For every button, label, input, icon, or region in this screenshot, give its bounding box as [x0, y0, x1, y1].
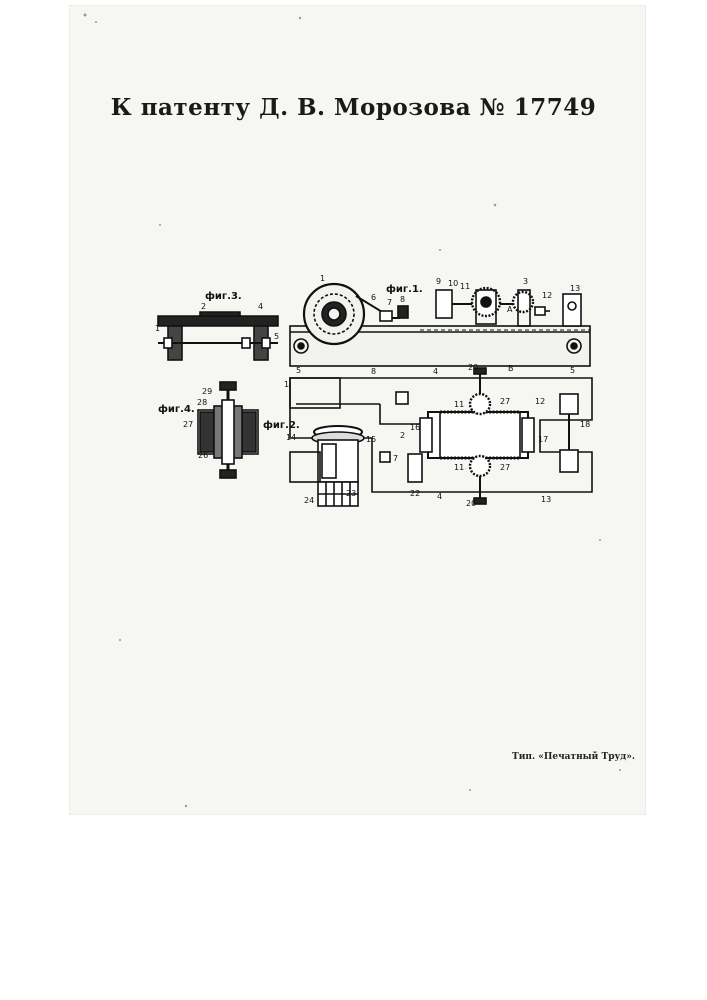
fig2-label: фиг.2.: [263, 419, 300, 431]
fig2-ref-14: 14: [286, 433, 296, 442]
fig1-ref-6: 6: [371, 293, 376, 302]
fig2-ref-18: 18: [580, 420, 590, 429]
fig1-ref-11: 11: [460, 282, 470, 291]
fig4-label: фиг.4.: [158, 403, 195, 415]
fig4-ref-26: 26: [198, 451, 208, 460]
fig1-ref-10: 10: [448, 279, 458, 288]
fig3-ref-5: 5: [274, 332, 279, 341]
fig1-ref-7: 7: [387, 298, 392, 307]
fig4-section: [198, 382, 258, 478]
fig2-ref-27a: 27: [500, 397, 510, 406]
fig2-ref-27b: 27: [500, 463, 510, 472]
fig1-ref-5b: 5: [570, 366, 575, 375]
fig3-section: [158, 312, 278, 360]
fig2-ref-8: 8: [371, 367, 376, 376]
fig2-ref-17: 17: [538, 435, 548, 444]
fig2-ref-12: 12: [535, 397, 545, 406]
fig2-ref-24: 24: [304, 496, 314, 505]
fig2-ref-20b: 20: [466, 499, 476, 508]
fig2-ref-16: 16: [410, 423, 420, 432]
fig1-ref-12: 12: [542, 291, 552, 300]
fig1-ref-B: B: [508, 364, 514, 373]
fig3-ref-2: 2: [201, 302, 206, 311]
fig3-label: фиг.3.: [205, 290, 242, 302]
fig1-label: фиг.1.: [386, 283, 423, 295]
fig2-ref-2: 2: [400, 431, 405, 440]
fig2-ref-1: 1: [284, 380, 289, 389]
fig2-ref-11b: 11: [454, 463, 464, 472]
fig1-ref-13: 13: [570, 284, 580, 293]
fig1-ref-3: 3: [523, 277, 528, 286]
fig4-ref-27: 27: [183, 420, 193, 429]
fig3-ref-1: 1: [155, 324, 160, 333]
fig1-ref-9: 9: [436, 277, 441, 286]
fig3-ref-4: 4: [258, 302, 263, 311]
fig2-ref-11a: 11: [454, 400, 464, 409]
fig2-ref-20a: 20: [468, 363, 478, 372]
fig4-ref-29: 29: [202, 387, 212, 396]
fig2-ref-7: 7: [393, 454, 398, 463]
fig1-ref-A: A: [507, 305, 513, 314]
fig2-ref-13: 13: [541, 495, 551, 504]
fig2-ref-22: 22: [410, 489, 420, 498]
fig2-ref-4a: 4: [433, 367, 438, 376]
fig2-ref-4b: 4: [437, 492, 442, 501]
fig2-ref-15: 15: [366, 435, 376, 444]
fig1-ref-1: 1: [320, 274, 325, 283]
fig1-ref-8: 8: [400, 295, 405, 304]
fig4-ref-28: 28: [197, 398, 207, 407]
printer-imprint: Тип. «Печатный Труд».: [512, 752, 635, 762]
fig2-ref-23: 23: [346, 489, 356, 498]
fig1-ref-5a: 5: [296, 366, 301, 375]
